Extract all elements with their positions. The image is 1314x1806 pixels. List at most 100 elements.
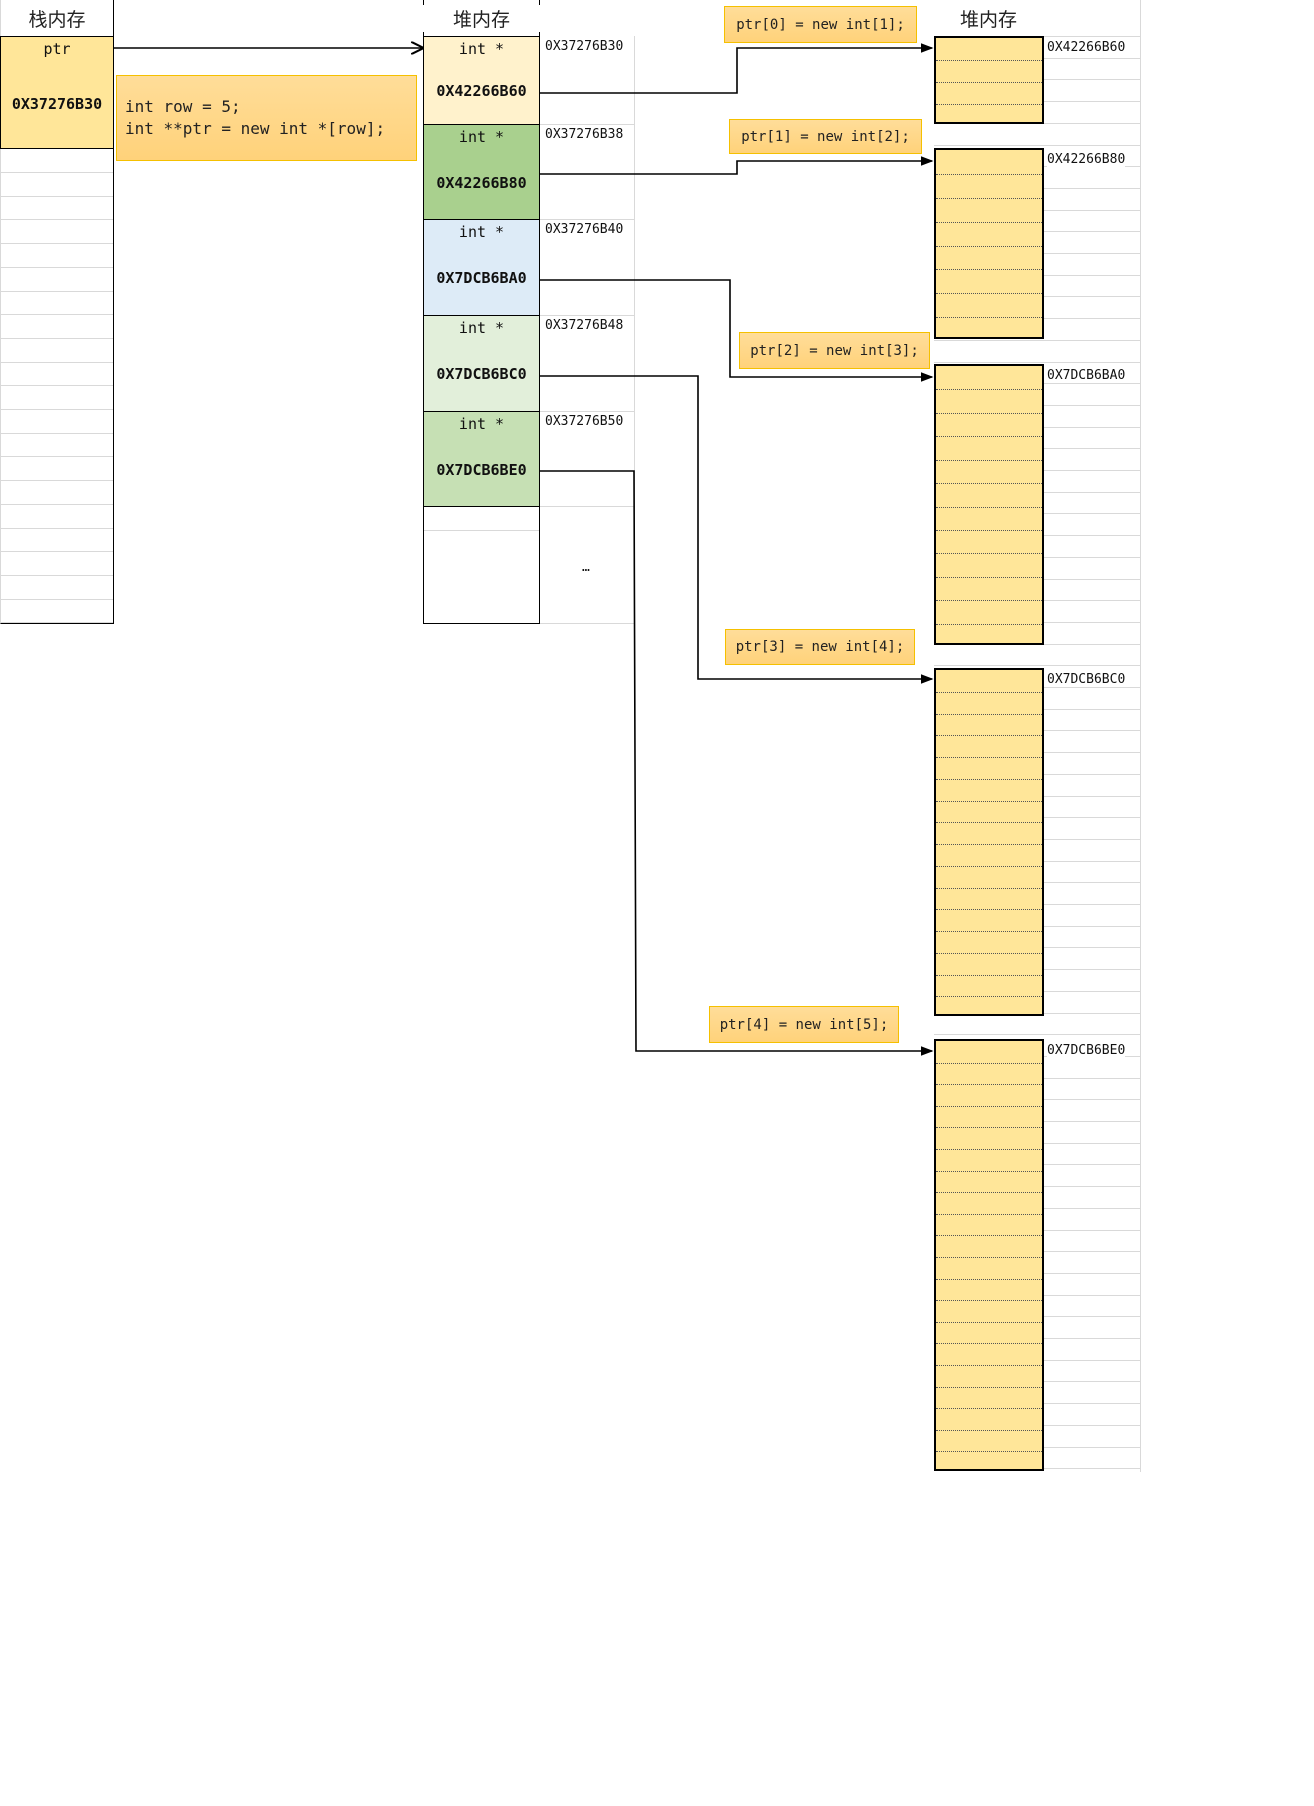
grid-line [1,574,113,576]
alloc-label: ptr[1] = new int[2]; [729,119,922,154]
block-address: 0X42266B80 [1047,152,1126,167]
grid-line [934,665,1140,667]
element-divider [936,1127,1042,1129]
code-line-2: int **ptr = new int *[row]; [125,119,386,138]
element-divider [936,1170,1042,1172]
element-divider [936,389,1042,391]
grid-line [1,195,113,197]
element-divider [936,735,1042,737]
element-divider [936,844,1042,845]
element-divider [936,1235,1042,1237]
grid-line [1,456,113,458]
element-divider [936,553,1042,555]
cell-address: 0X37276B38 [545,127,624,142]
grid-line [1,361,113,363]
cell-value: 0X7DCB6BE0 [436,460,527,479]
cell-type: int * [458,319,505,337]
element-divider [936,173,1042,175]
grid-line [1,172,113,173]
alloc-label: ptr[4] = new int[5]; [709,1006,899,1043]
grid-line [1,290,113,292]
element-divider [936,1386,1042,1388]
grid-line [934,339,1140,341]
element-divider [936,576,1042,578]
cell-value: 0X7DCB6BC0 [436,365,527,383]
heap-title: 堆内存 [423,5,540,32]
element-divider [936,436,1042,438]
int-array-block [934,364,1044,645]
grid-line [1,314,113,316]
heap2-title: 堆内存 [959,9,1017,31]
block-address: 0X7DCB6BA0 [1047,368,1126,383]
element-divider [936,1365,1042,1366]
element-divider [936,713,1042,715]
code-box: int row = 5; int **ptr = new int *[row]; [116,75,417,161]
alloc-code: ptr[0] = new int[1]; [736,16,905,33]
cell-type: int * [458,40,505,58]
element-divider [936,1105,1042,1107]
element-divider [936,909,1042,911]
stack-ptr-cell: ptr 0X37276B30 [0,36,114,149]
element-divider [936,317,1042,319]
element-divider [936,1084,1042,1086]
element-divider [936,1451,1042,1453]
element-divider [936,623,1042,625]
element-divider [936,221,1042,223]
arrow-ptr2 [540,279,934,382]
divider [424,530,539,531]
arrow-ptr4 [540,470,934,1056]
cell-type: int * [458,223,505,241]
grid-line [1,551,113,553]
divider [540,219,635,220]
element-divider [936,1300,1042,1302]
element-divider [936,104,1042,105]
heap-cell: int * 0X7DCB6BE0 [423,411,540,507]
element-divider [936,60,1042,61]
element-divider [936,1257,1042,1258]
stack-var-name: ptr [43,40,71,58]
cell-type: int * [458,128,505,146]
cell-address: 0X37276B48 [545,318,624,333]
element-divider [936,483,1042,485]
element-divider [936,757,1042,758]
element-divider [936,865,1042,867]
arrow-ptr1 [540,156,934,175]
int-array-block [934,36,1044,124]
element-divider [936,974,1042,976]
element-divider [936,1429,1042,1431]
grid-line [934,361,1140,363]
alloc-code: ptr[2] = new int[3]; [750,342,919,359]
heap-cell: int * 0X42266B60 [423,36,540,125]
int-array-block [934,148,1044,339]
cell-address: 0X37276B40 [545,222,624,237]
element-divider [936,293,1042,295]
element-divider [936,1278,1042,1280]
element-divider [936,1321,1042,1323]
divider [540,411,635,412]
cell-address: 0X37276B50 [545,414,624,429]
grid-line [934,144,1140,146]
alloc-label: ptr[0] = new int[1]; [724,6,917,43]
heap-addr-column [540,36,635,624]
element-divider [936,1408,1042,1410]
grid-line [1,480,113,482]
element-divider [936,778,1042,780]
block-address: 0X42266B60 [1047,40,1126,55]
element-divider [936,197,1042,199]
cell-value: 0X42266B80 [436,173,527,192]
element-divider [936,1192,1042,1194]
element-divider [936,691,1042,693]
cell-type: int * [458,415,505,433]
stack-title: 栈内存 [28,9,86,31]
element-divider [936,600,1042,602]
int-array-block [934,1039,1044,1471]
element-divider [936,245,1042,247]
alloc-code: ptr[4] = new int[5]; [719,1016,889,1033]
element-divider [936,1343,1042,1345]
element-divider [936,952,1042,954]
element-divider [936,1149,1042,1150]
arrow-ptr3 [540,375,934,684]
alloc-code: ptr[1] = new int[2]; [741,128,910,145]
cell-value: 0X42266B60 [436,82,527,100]
element-divider [936,506,1042,508]
